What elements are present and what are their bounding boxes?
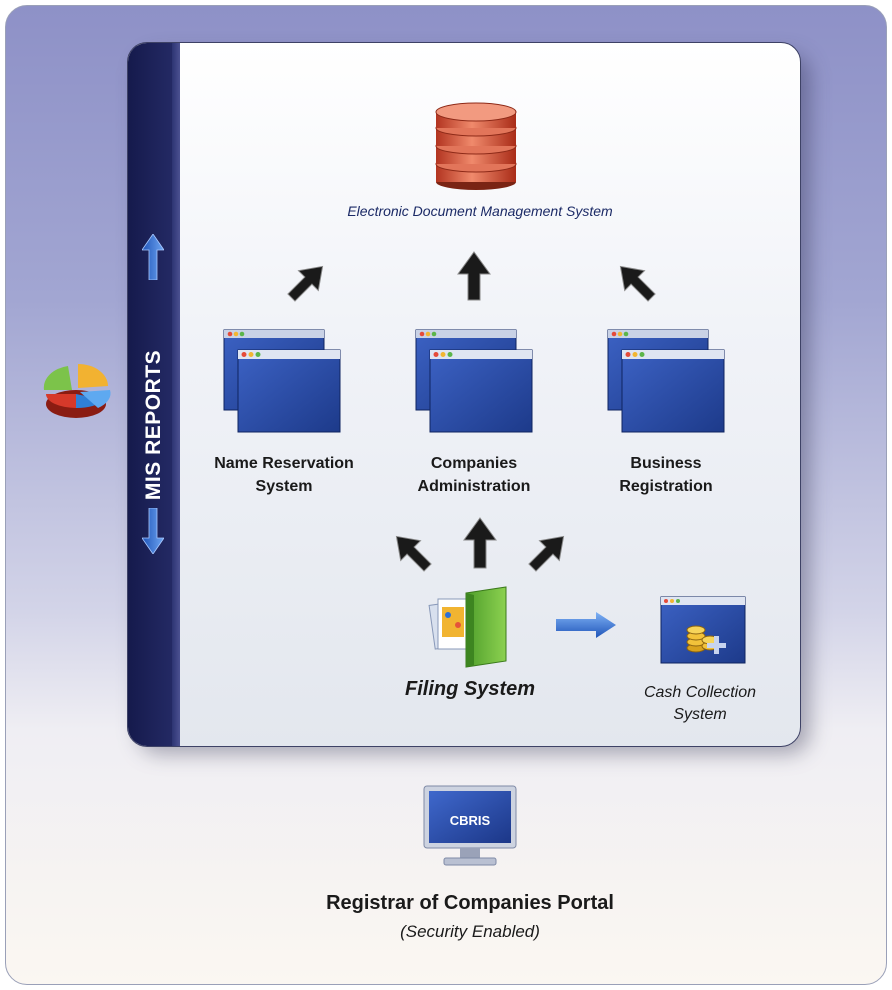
filing-system-label: Filing System [404,678,536,700]
arrow-up-icon [457,251,491,301]
arrow-up-left-icon [619,265,656,302]
cash-collection-label: Cash Collection System [610,682,790,726]
cash-line: System [673,706,727,723]
arrow-down-icon [142,508,164,554]
window-stack-icon [607,329,725,433]
database-icon [435,102,517,190]
monitor-icon [423,785,517,866]
module-line: Name Reservation [214,455,354,472]
pie-chart-icon [43,364,111,418]
arrow-up-icon [463,517,497,569]
monitor-label: CBRIS [449,813,491,828]
window-stack-icon [415,329,533,433]
cash-window-icon [660,596,746,664]
folder-documents-icon [428,586,507,668]
mis-reports-label: MIS REPORTS [142,349,165,501]
module-line: Registration [619,478,713,495]
arrow-right-icon [556,612,616,638]
arrow-up-icon [142,234,164,280]
portal-subtitle: (Security Enabled) [400,922,540,941]
window-stack-icon [223,329,341,433]
arrow-up-right-icon [287,265,324,302]
mis-reports-bar: MIS REPORTS [128,43,180,746]
arrow-up-right-icon [528,535,565,572]
module-label-business-registration: Business Registration [566,452,766,498]
cash-line: Cash Collection [643,684,757,701]
module-line: Business [630,455,702,472]
mis-bar-edge [172,43,180,746]
module-label-name-reservation: Name Reservation System [184,452,384,498]
portal-title: Registrar of Companies Portal [326,892,614,914]
module-line: Companies [430,455,518,472]
module-line: System [255,478,313,495]
module-label-companies-administration: Companies Administration [374,452,574,498]
edms-label: Electronic Document Management System [347,203,613,219]
module-line: Administration [417,478,531,495]
arrow-up-left-icon [395,535,432,572]
